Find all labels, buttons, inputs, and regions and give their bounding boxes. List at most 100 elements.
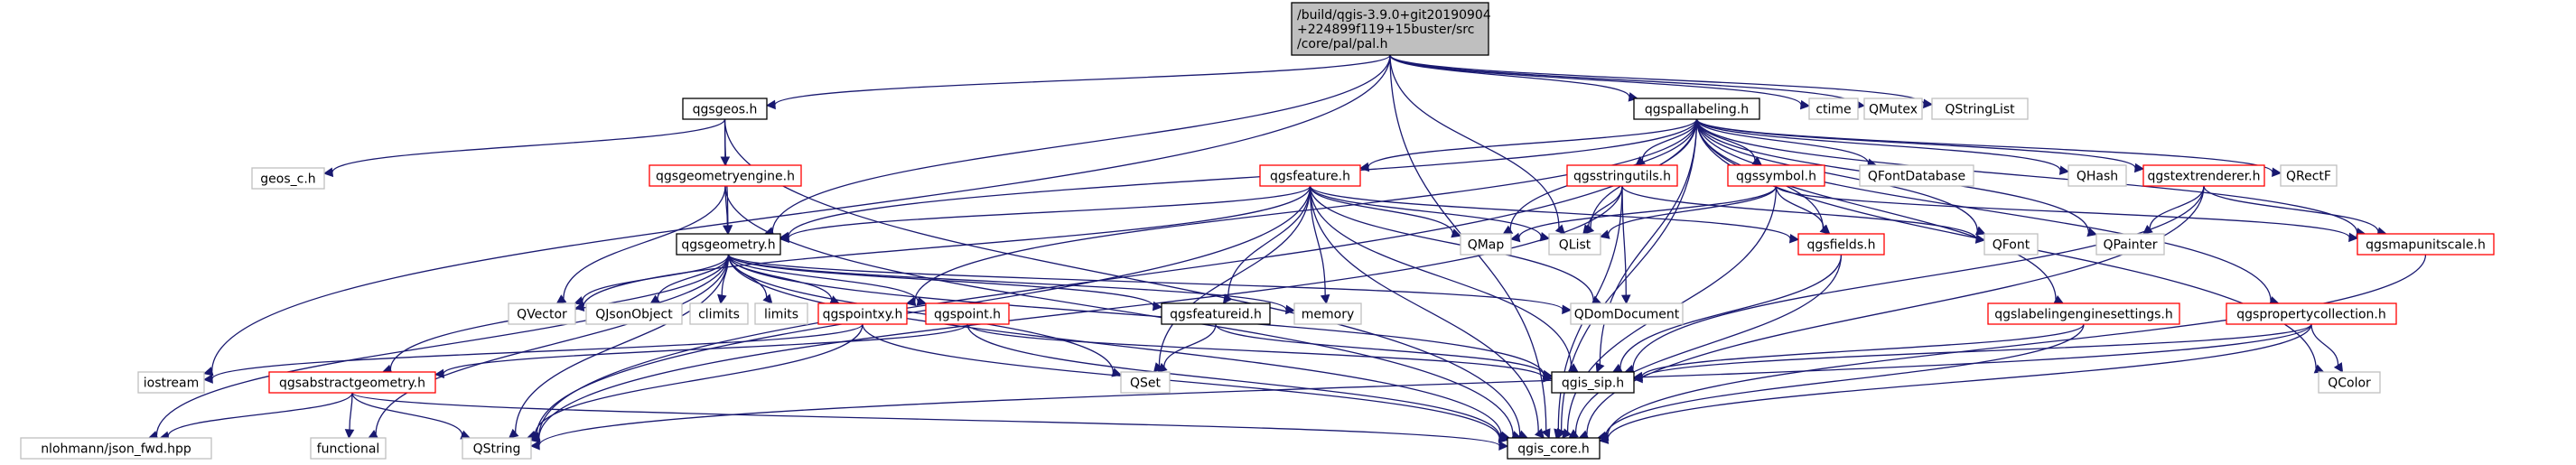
include-edge	[1309, 185, 1462, 238]
edge-arrowhead	[1582, 224, 1592, 235]
node-label: geos_c.h	[260, 172, 315, 187]
edge-arrowhead	[202, 374, 213, 384]
node-box	[2226, 302, 2397, 325]
edge-line	[167, 392, 353, 437]
include-edge	[1775, 185, 1831, 235]
edge-line	[1367, 118, 1698, 168]
node-climits: climits	[689, 302, 749, 325]
edge-line	[966, 323, 1545, 378]
edge-line	[1619, 254, 1843, 368]
include-edge	[344, 392, 355, 440]
node-qgsfeatureid-h[interactable]: qgsfeatureid.h	[1161, 302, 1271, 325]
edge-arrowhead	[1222, 293, 1233, 304]
edge-arrowhead	[1534, 428, 1545, 439]
edge-line	[727, 254, 1545, 376]
node-box	[1931, 98, 2029, 120]
node-label: QMap	[1468, 238, 1505, 253]
node-box	[462, 437, 532, 460]
edge-line	[534, 323, 863, 436]
node-qgssymbol-h[interactable]: qgssymbol.h	[1727, 164, 1825, 187]
include-edge	[1309, 185, 1545, 439]
node-qgsabstractgeometry-h[interactable]: qgsabstractgeometry.h	[268, 371, 436, 394]
node-label: QRectF	[2286, 170, 2331, 184]
include-edge	[727, 254, 1511, 441]
include-edge	[1222, 185, 1311, 304]
edge-arrowhead	[1554, 428, 1563, 440]
node-qgsmapunitscale-h[interactable]: qgsmapunitscale.h	[2357, 233, 2495, 256]
node-box	[682, 98, 768, 120]
node-layer: /build/qgis-3.9.0+git20190904+224899f119…	[20, 2, 2495, 460]
edge-line	[1605, 323, 2085, 436]
edge-line	[1695, 118, 2057, 300]
node-qgspointxy-h[interactable]: qgspointxy.h	[817, 302, 908, 325]
include-edge	[1358, 118, 1698, 172]
node-ctime: ctime	[1808, 98, 1859, 120]
edge-arrowhead	[2058, 165, 2070, 175]
include-edge	[966, 323, 1509, 442]
node-label: qgis_core.h	[1517, 442, 1590, 457]
edge-line	[1158, 185, 1311, 367]
node-qgspropertycollection-h[interactable]: qgspropertycollection.h	[2226, 302, 2397, 325]
include-edge	[1215, 323, 1554, 380]
edge-line	[1215, 323, 1545, 376]
node-qgis-sip-h[interactable]: qgis_sip.h	[1551, 371, 1635, 394]
node-label: qgsmapunitscale.h	[2366, 238, 2486, 253]
node-qgsgeometry-h[interactable]: qgsgeometry.h	[676, 233, 781, 256]
node-label: /core/pal/pal.h	[1297, 37, 1388, 51]
include-edge	[1695, 118, 2070, 175]
node-label: qgsabstractgeometry.h	[279, 377, 425, 391]
node-qgspallabeling-h[interactable]: qgspallabeling.h	[1633, 98, 1760, 120]
edge-arrowhead	[1502, 225, 1514, 235]
node-QFont: QFont	[1983, 233, 2039, 256]
node-box	[1727, 164, 1825, 187]
edge-line	[1641, 323, 2312, 379]
node-label: QDomDocument	[1574, 308, 1680, 322]
include-edge	[1157, 323, 1217, 373]
include-edge	[1695, 118, 2280, 306]
edge-line	[1309, 185, 1542, 237]
node-qgsfeature-h[interactable]: qgsfeature.h	[1259, 164, 1361, 187]
include-edge	[2310, 323, 2344, 373]
edge-line	[1608, 185, 1778, 235]
edge-line	[2203, 185, 2379, 232]
node-label: /build/qgis-3.9.0+git20190904	[1297, 8, 1491, 23]
node-qgis-core-h[interactable]: qgis_core.h	[1507, 437, 1601, 460]
edge-arrowhead	[1599, 229, 1610, 239]
node-qgsfields-h[interactable]: qgsfields.h	[1797, 233, 1885, 256]
edge-line	[582, 254, 730, 302]
node-label: qgspointxy.h	[823, 308, 903, 322]
node-label: QString	[473, 442, 521, 457]
node-box	[251, 167, 325, 190]
edge-line	[1574, 254, 1843, 433]
node-box	[508, 302, 576, 325]
edge-line	[1309, 185, 1454, 234]
node-box	[1983, 233, 2039, 256]
node-box	[2357, 233, 2495, 256]
node-qgspoint-h[interactable]: qgspoint.h	[925, 302, 1010, 325]
include-edge	[1509, 185, 1778, 243]
node-box	[1507, 437, 1601, 460]
node-box	[1551, 371, 1635, 394]
node-label: qgsgeos.h	[693, 103, 758, 117]
include-edge	[1632, 323, 2085, 382]
edge-line	[727, 254, 919, 302]
include-edge	[322, 118, 726, 178]
edge-arrowhead	[1632, 373, 1643, 384]
edge-line	[1309, 185, 1594, 301]
node-label: QFontDatabase	[1868, 170, 1965, 184]
node-qgsgeometryengine-h[interactable]: qgsgeometryengine.h	[649, 164, 802, 187]
node-qgstextrenderer-h[interactable]: qgstextrenderer.h	[2142, 164, 2265, 187]
edge-line	[657, 254, 730, 300]
include-edge	[159, 392, 353, 441]
node-QMutex: QMutex	[1863, 98, 1923, 120]
node-qgslabelingenginesettings-h[interactable]: qgslabelingenginesettings.h	[1987, 302, 2180, 325]
edge-arrowhead	[322, 167, 334, 178]
edge-line	[1695, 118, 2272, 302]
node-pal-h[interactable]: /build/qgis-3.9.0+git20190904+224899f119…	[1291, 2, 1491, 56]
node-box	[1808, 98, 1859, 120]
node-qgsstringutils-h[interactable]: qgsstringutils.h	[1566, 164, 1678, 187]
include-edge	[2203, 185, 2387, 237]
edge-line	[1309, 185, 1539, 432]
edge-arrowhead	[2272, 167, 2282, 178]
node-qgsgeos-h[interactable]: qgsgeos.h	[682, 98, 768, 120]
